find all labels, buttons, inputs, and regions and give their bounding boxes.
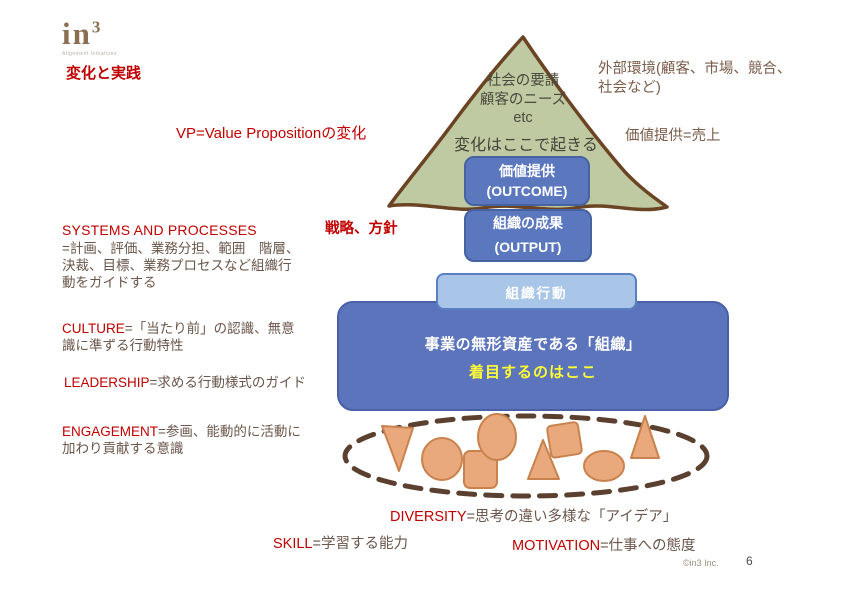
- strategy-policy-note: 戦略、方針: [325, 221, 398, 237]
- leadership-keyword: LEADERSHIP: [64, 375, 150, 390]
- diversity-label: DIVERSITY=思考の違い多様な「アイデア」: [390, 505, 677, 526]
- pyramid-line-1: 社会の要請: [486, 73, 560, 89]
- company-logo: in3 Alignment Initiatives: [62, 18, 117, 57]
- circle-shape: [477, 413, 517, 461]
- culture-keyword: CULTURE: [62, 321, 125, 336]
- leadership-note: LEADERSHIP=求める行動様式のガイド: [64, 374, 306, 391]
- organization-highlight: 着目するのはここ: [468, 364, 597, 381]
- ellipse-shape: [583, 450, 625, 482]
- logo-subtitle: Alignment Initiatives: [62, 51, 117, 57]
- behavior-box: 組織行動: [436, 273, 637, 310]
- triangle-shape: [527, 439, 560, 480]
- engagement-keyword: ENGAGEMENT: [62, 424, 159, 439]
- outcome-subtitle: (OUTCOME): [486, 183, 568, 199]
- systems-processes-description: =計画、評価、業務分担、範囲 階層、決裁、目標、業務プロセスなど組織行動をガイド…: [62, 240, 300, 290]
- pyramid-caption: 変化はここで起きる: [454, 137, 598, 154]
- outcome-title: 価値提供: [499, 162, 555, 179]
- pyramid-shape: [387, 35, 669, 212]
- leadership-description: =求める行動様式のガイド: [149, 375, 306, 390]
- pyramid-line-2: 顧客のニーズ: [479, 91, 567, 108]
- pyramid-line-3: etc: [513, 110, 533, 127]
- systems-processes-note: SYSTEMS AND PROCESSES =計画、評価、業務分担、範囲 階層、決…: [62, 222, 304, 291]
- logo-sup: 3: [91, 17, 103, 37]
- motivation-keyword: MOTIVATION: [512, 538, 601, 554]
- diversity-ellipse: [342, 413, 710, 499]
- output-title: 組織の成果: [493, 214, 563, 231]
- motivation-label: MOTIVATION=仕事への態度: [512, 534, 696, 555]
- culture-description: =「当たり前」の認識、無意識に準ずる行動特性: [62, 321, 295, 353]
- skill-keyword: SKILL: [273, 536, 313, 552]
- motivation-description: =仕事への態度: [600, 538, 696, 554]
- diversity-description: =思考の違い多様な「アイデア」: [466, 509, 678, 525]
- value-sales-note: 価値提供=売上: [625, 128, 721, 144]
- culture-note: CULTURE=「当たり前」の認識、無意識に準ずる行動特性: [62, 320, 306, 354]
- organization-line-1: 事業の無形資産である「組織」: [424, 336, 642, 353]
- organization-box: 事業の無形資産である「組織」 着目するのはここ: [337, 301, 729, 411]
- diversity-keyword: DIVERSITY: [390, 509, 467, 525]
- tilted-square-shape: [546, 421, 583, 459]
- engagement-description: =参画、能動的に活動に加わり貢献する意識: [62, 424, 301, 456]
- output-subtitle: (OUTPUT): [494, 238, 562, 255]
- external-environment-note: 外部環境(顧客、市場、競合、社会など): [598, 61, 792, 97]
- engagement-note: ENGAGEMENT=参画、能動的に活動に加わり貢献する意識: [62, 423, 306, 457]
- slide-tagline: 変化と実践: [66, 65, 142, 82]
- page-number: 6: [746, 554, 753, 568]
- vp-change-note: VP=Value Propositionの変化: [176, 125, 367, 142]
- output-box: 組織の成果 (OUTPUT): [464, 209, 592, 262]
- inverted-triangle-shape: [381, 425, 414, 472]
- copyright-text: ©in3 Inc.: [683, 558, 719, 568]
- skill-description: =学習する能力: [312, 536, 408, 552]
- ellipse-shape: [421, 437, 463, 481]
- skill-label: SKILL=学習する能力: [273, 532, 408, 553]
- systems-processes-keyword: SYSTEMS AND PROCESSES: [62, 222, 257, 238]
- logo-text: in: [62, 16, 92, 51]
- rounded-square-shape: [463, 450, 498, 489]
- outcome-box: 価値提供 (OUTCOME): [464, 156, 590, 206]
- triangle-shape: [630, 415, 660, 459]
- pyramid-text: 社会の要請 顧客のニーズ etc: [420, 72, 626, 128]
